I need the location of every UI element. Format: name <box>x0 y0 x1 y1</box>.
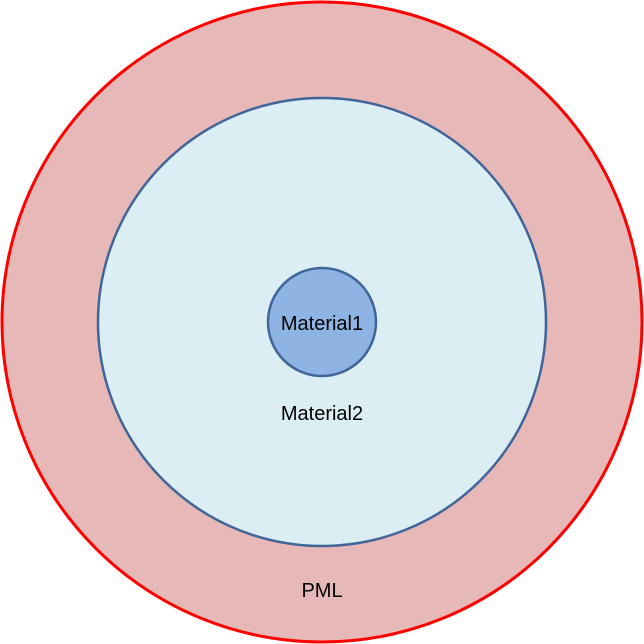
pml-label: PML <box>301 580 342 602</box>
material1-region <box>266 266 378 378</box>
material2-label: Material2 <box>281 403 363 425</box>
material1-label: Material1 <box>281 313 363 335</box>
